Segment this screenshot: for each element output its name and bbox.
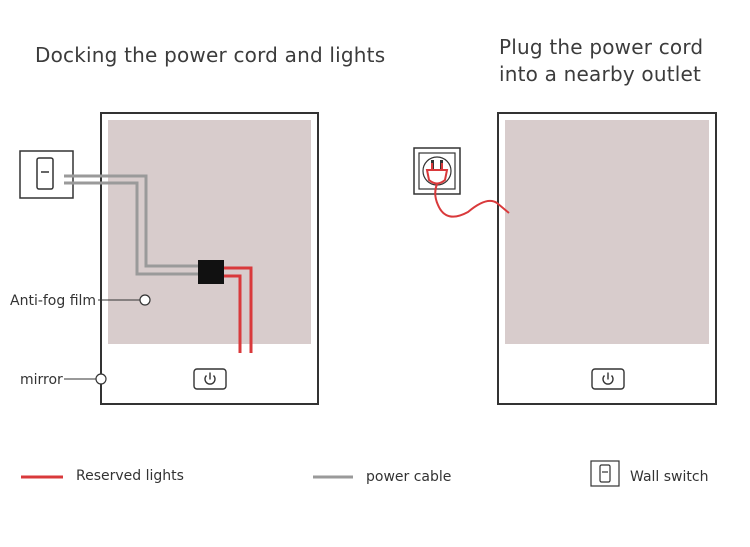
mirror-label: mirror: [20, 372, 63, 388]
legend-power-cable: power cable: [366, 469, 452, 485]
power-cable: [64, 174, 200, 276]
left-mirror: [100, 112, 319, 405]
right-anti-fog-film: [505, 120, 709, 344]
right-power-icon: [591, 368, 625, 390]
left-power-icon: [193, 368, 227, 390]
right-panel-title: Plug the power cord into a nearby outlet: [499, 34, 703, 88]
right-mirror: [497, 112, 717, 405]
legend-reserved-lights: Reserved lights: [76, 468, 184, 484]
anti-fog-film-label: Anti-fog film: [10, 293, 97, 309]
right-title-line-2: into a nearby outlet: [499, 62, 702, 86]
legend-wall-switch: Wall switch: [630, 469, 709, 485]
reserved-lights-wire: [222, 266, 253, 353]
left-anti-fog-film: [108, 120, 311, 344]
connector-block: [198, 260, 224, 284]
anti-fog-film-callout: [98, 294, 151, 306]
left-panel-title: Docking the power cord and lights: [35, 43, 386, 67]
right-title-line-1: Plug the power cord: [499, 35, 704, 59]
legend-wall-switch-icon: [590, 460, 620, 487]
mirror-callout: [64, 373, 107, 385]
plug-icon: [425, 163, 510, 218]
